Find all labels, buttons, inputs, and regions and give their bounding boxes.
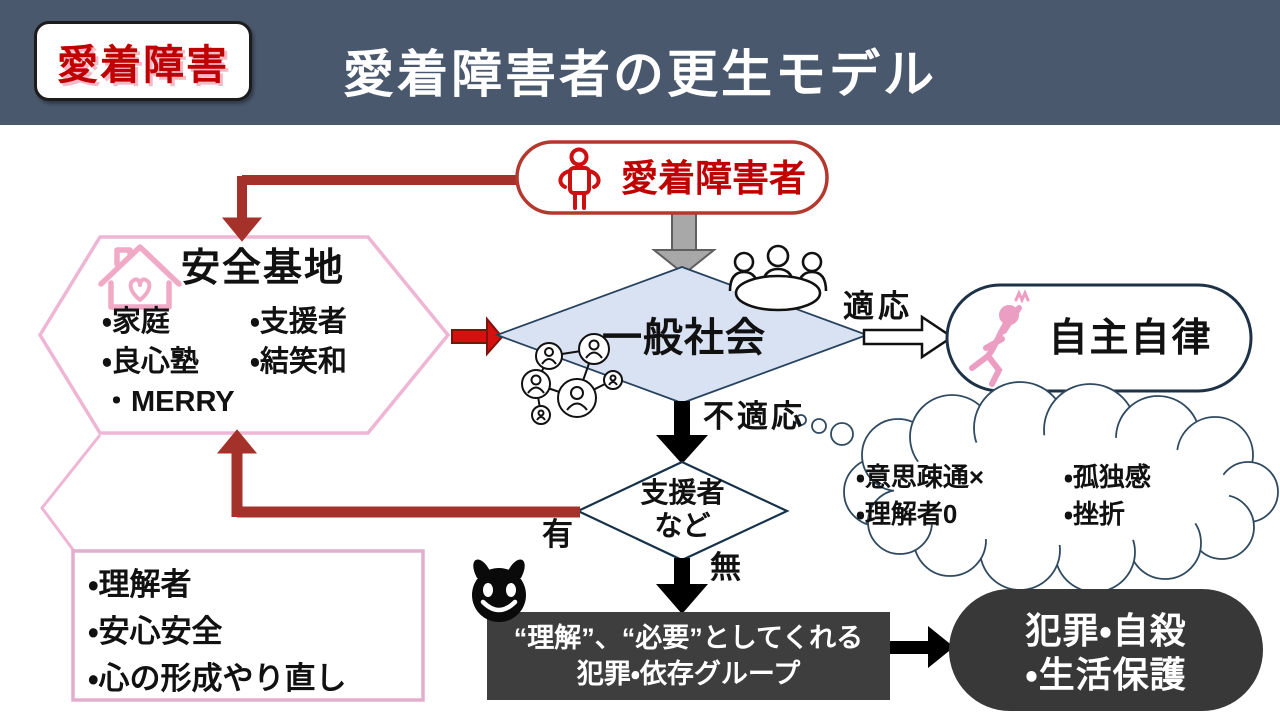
crime-group-label: “理解”、“必要”としてくれる 犯罪・依存グループ	[487, 620, 890, 692]
autonomy-label: 自主自律	[1048, 317, 1213, 360]
devil-icon	[472, 559, 526, 622]
safe-base-item: ・結笑和	[250, 346, 347, 378]
outcome-oval	[949, 589, 1263, 711]
safe-base-items: ・家庭 ・支援者 ・良心塾 ・結笑和 ・MERRY	[102, 302, 392, 422]
badge-label: 愛着障害	[57, 42, 229, 88]
attachment-person-oval	[515, 140, 829, 215]
maladapt-label: 不適応	[703, 399, 805, 434]
arrow-supporter-to-safebase	[216, 429, 580, 518]
thought-cloud-items: ・意思疎通× ・孤独感 ・理解者0 ・挫折	[856, 459, 1236, 533]
page-title: 愛着障害者の更生モデル	[342, 46, 937, 103]
outcome-line2: ・生活保護	[1025, 654, 1187, 695]
supporter-label-line2: など	[654, 510, 711, 541]
safe-base-item: ・家庭	[102, 306, 170, 338]
outcome-line1: 犯罪・自殺	[1025, 610, 1187, 651]
rebuild-item: ・心の形成やり直し	[88, 661, 347, 696]
house-heart-icon	[98, 244, 182, 310]
header-band: 愛着障害 愛着障害者の更生モデル	[0, 0, 1280, 125]
cloud-item: ・理解者0	[856, 499, 958, 529]
crime-group-box	[487, 612, 890, 700]
rebuild-item: ・安心安全	[88, 614, 223, 649]
outcome-label: 犯罪・自殺 ・生活保護	[949, 609, 1263, 697]
has-label: 有	[542, 517, 573, 552]
safe-base-item: ・良心塾	[102, 346, 199, 378]
arrow-person-to-society	[651, 212, 717, 276]
arrow-crimegroup-to-outcome	[890, 626, 954, 668]
rebuild-item: ・理解者	[88, 567, 192, 602]
crime-group-line1: “理解”、“必要”としてくれる	[513, 623, 864, 653]
cloud-item: ・孤独感	[1064, 462, 1151, 492]
thought-cloud	[795, 381, 1279, 593]
safe-base-chevron	[40, 434, 102, 552]
attachment-person-label: 愛着障害者	[621, 158, 806, 199]
network-people-icon	[521, 333, 623, 425]
arrow-adapt	[862, 314, 955, 360]
dancing-person-icon	[969, 289, 1030, 387]
arrow-safebase-to-society	[451, 316, 504, 357]
rebuild-box	[71, 549, 425, 702]
safe-base-hexagon	[37, 235, 451, 435]
adapt-label: 適応	[843, 289, 913, 324]
arrow-maladapt	[656, 401, 708, 464]
arrow-person-to-safebase	[221, 175, 518, 242]
supporter-label-line1: 支援者	[640, 477, 725, 508]
attachment-disorder-badge: 愛着障害	[34, 21, 252, 101]
cloud-item: ・挫折	[1064, 499, 1125, 529]
safe-base-item: ・支援者	[250, 306, 347, 338]
supporter-label: 支援者 など	[630, 476, 735, 542]
meeting-people-icon	[728, 244, 828, 312]
crime-group-line2: 犯罪・依存グループ	[576, 659, 801, 689]
person-icon	[558, 147, 601, 210]
safe-base-item: ・MERRY	[102, 386, 235, 418]
safe-base-title: 安全基地	[181, 247, 346, 290]
society-label: 一般社会	[602, 316, 766, 360]
none-label: 無	[710, 550, 741, 585]
arrow-none-to-crimegroup	[656, 558, 708, 614]
rebuild-items: ・理解者 ・安心安全 ・心の形成やり直し	[88, 561, 347, 702]
cloud-item: ・意思疎通×	[856, 462, 985, 492]
